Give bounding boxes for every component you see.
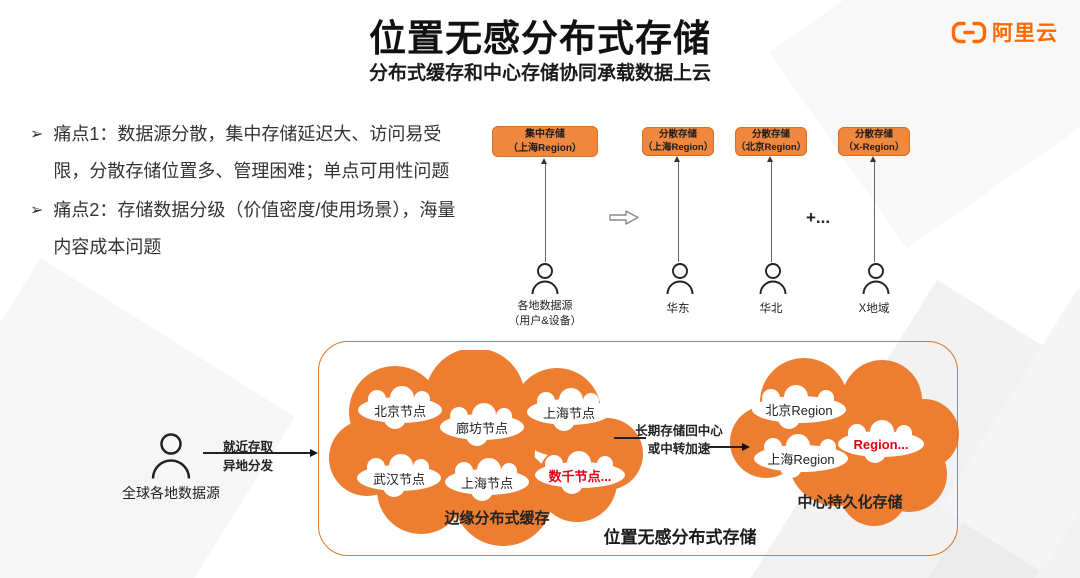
person-icon bbox=[665, 262, 695, 300]
connector-line bbox=[678, 160, 679, 262]
background-shape bbox=[0, 258, 295, 578]
alibaba-cloud-wordmark: 阿里云 bbox=[992, 22, 1058, 45]
storage-box-dispersed-x: 分散存储 （X-Region） bbox=[838, 127, 910, 156]
pain-point-1-text: 痛点1：数据源分散，集中存储延迟大、访问易受限，分散存储位置多、管理困难；单点可… bbox=[53, 124, 450, 181]
box-line1: 分散存储 bbox=[751, 128, 790, 140]
storage-box-dispersed-beijing: 分散存储 （北京Region） bbox=[735, 127, 807, 156]
page-title: 位置无感分布式存储 bbox=[369, 18, 711, 59]
ingress-arrow-line bbox=[203, 452, 313, 454]
connector-line bbox=[545, 162, 546, 262]
pain-point-1: ➢ 痛点1：数据源分散，集中存储延迟大、访问易受限，分散存储位置多、管理困难；单… bbox=[30, 116, 462, 190]
box-line1: 分散存储 bbox=[854, 128, 893, 140]
edge-node-langfang: 廊坊节点 bbox=[440, 403, 524, 446]
edge-node-thousands: 数千节点... bbox=[535, 451, 625, 494]
edge-node-shanghai-2: 上海节点 bbox=[445, 458, 529, 501]
global-source-label: 全球各地数据源 bbox=[122, 485, 220, 501]
source-label-huabei: 华北 bbox=[759, 303, 783, 315]
transfer-label-line2: 或中转加速 bbox=[647, 442, 711, 456]
edge-cloud-label: 边缘分布式缓存 bbox=[444, 510, 550, 527]
box-line2: （X-Region） bbox=[843, 141, 905, 153]
ingress-label-line1: 就近存取 bbox=[222, 440, 273, 454]
alibaba-cloud-brackets-icon bbox=[951, 20, 987, 45]
bullet-arrow-icon: ➢ bbox=[30, 202, 44, 219]
up-arrow-icon bbox=[870, 156, 876, 162]
pain-point-2-text: 痛点2：存储数据分级（价值密度/使用场景），海量内容成本问题 bbox=[53, 200, 456, 257]
source-line1: 各地数据源 bbox=[517, 300, 573, 312]
transfer-line-left bbox=[614, 437, 646, 439]
center-node-shanghai-region: 上海Region bbox=[754, 434, 848, 478]
source-label-x-region: X地域 bbox=[858, 303, 890, 315]
pain-point-2: ➢ 痛点2：存储数据分级（价值密度/使用场景），海量内容成本问题 bbox=[30, 192, 462, 266]
right-arrow-icon bbox=[742, 442, 750, 451]
source-line2: （用户&设备） bbox=[508, 314, 582, 327]
storage-box-dispersed-shanghai: 分散存储 （上海Region） bbox=[642, 127, 714, 156]
transfer-label-line1: 长期存储回中心 bbox=[635, 424, 723, 438]
center-node-beijing-region: 北京Region bbox=[752, 385, 846, 429]
box-line2: （上海Region） bbox=[508, 142, 582, 154]
box-line2: （上海Region） bbox=[643, 141, 714, 153]
center-node-region-more: Region... bbox=[838, 420, 924, 463]
box-line1: 集中存储 bbox=[525, 129, 565, 141]
plus-more-label: +... bbox=[806, 208, 831, 227]
source-label-datasources: 各地数据源 （用户&设备） bbox=[485, 299, 605, 329]
connector-line bbox=[771, 160, 772, 262]
box-line2: （北京Region） bbox=[736, 141, 807, 153]
hollow-right-arrow-icon bbox=[608, 209, 640, 231]
bottom-panel-caption: 位置无感分布式存储 bbox=[603, 528, 757, 547]
source-label-huadong: 华东 bbox=[666, 303, 690, 315]
bullet-arrow-icon: ➢ bbox=[30, 126, 44, 143]
transfer-line-right bbox=[708, 446, 744, 448]
page-subtitle: 分布式缓存和中心存储协同承载数据上云 bbox=[368, 63, 711, 84]
right-arrow-icon bbox=[310, 448, 318, 457]
center-cloud-label: 中心持久化存储 bbox=[797, 494, 903, 511]
up-arrow-icon bbox=[767, 156, 773, 162]
storage-box-central-shanghai: 集中存储 （上海Region） bbox=[492, 126, 598, 157]
edge-node-beijing: 北京节点 bbox=[358, 386, 442, 429]
ingress-label-line2: 异地分发 bbox=[222, 459, 273, 473]
connector-line bbox=[874, 160, 875, 262]
up-arrow-icon bbox=[674, 156, 680, 162]
up-arrow-icon bbox=[541, 158, 547, 164]
pain-points-list: ➢ 痛点1：数据源分散，集中存储延迟大、访问易受限，分散存储位置多、管理困难；单… bbox=[30, 116, 462, 268]
person-icon bbox=[530, 262, 560, 300]
global-source-person-icon bbox=[149, 431, 193, 485]
alibaba-cloud-logo: 阿里云 bbox=[951, 17, 1058, 47]
person-icon bbox=[758, 262, 788, 300]
box-line1: 分散存储 bbox=[658, 128, 697, 140]
edge-node-shanghai-1: 上海节点 bbox=[527, 388, 611, 431]
person-icon bbox=[861, 262, 891, 300]
edge-node-wuhan: 武汉节点 bbox=[357, 454, 441, 497]
